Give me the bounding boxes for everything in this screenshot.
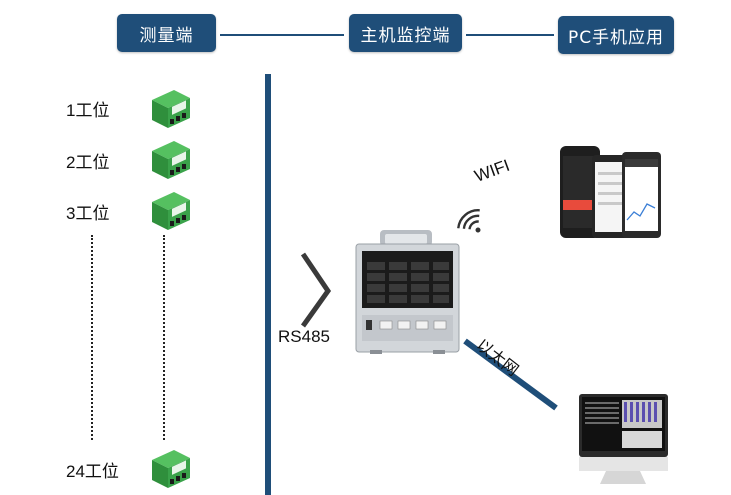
ethernet-link-line: [463, 338, 558, 411]
smartphone-icon: [560, 146, 661, 238]
station-label-24: 24工位: [66, 462, 119, 481]
rs485-bus-line: [265, 74, 271, 495]
sensor-module-2: [152, 141, 190, 179]
rs485-label: RS485: [278, 327, 330, 346]
sensor-module-3: [152, 192, 190, 230]
sensor-module-24: [152, 450, 190, 488]
host-monitor-header: 主机监控端: [349, 14, 462, 52]
station-label-2: 2工位: [66, 153, 110, 172]
header-connector-right: [466, 34, 554, 36]
pc-monitor-icon: [579, 394, 668, 484]
station-label-3: 3工位: [66, 204, 110, 223]
module-ellipsis-dots: [163, 235, 165, 440]
pc-mobile-header: PC手机应用: [558, 16, 674, 54]
sensor-module-1: [152, 90, 190, 128]
station-label-1: 1工位: [66, 101, 110, 120]
header-connector-left: [220, 34, 344, 36]
station-ellipsis-dots: [91, 235, 93, 440]
measure-end-header: 测量端: [117, 14, 216, 52]
wifi-icon: [457, 209, 481, 233]
rs485-arrow-icon: [300, 252, 332, 328]
host-device-icon: [355, 230, 460, 354]
